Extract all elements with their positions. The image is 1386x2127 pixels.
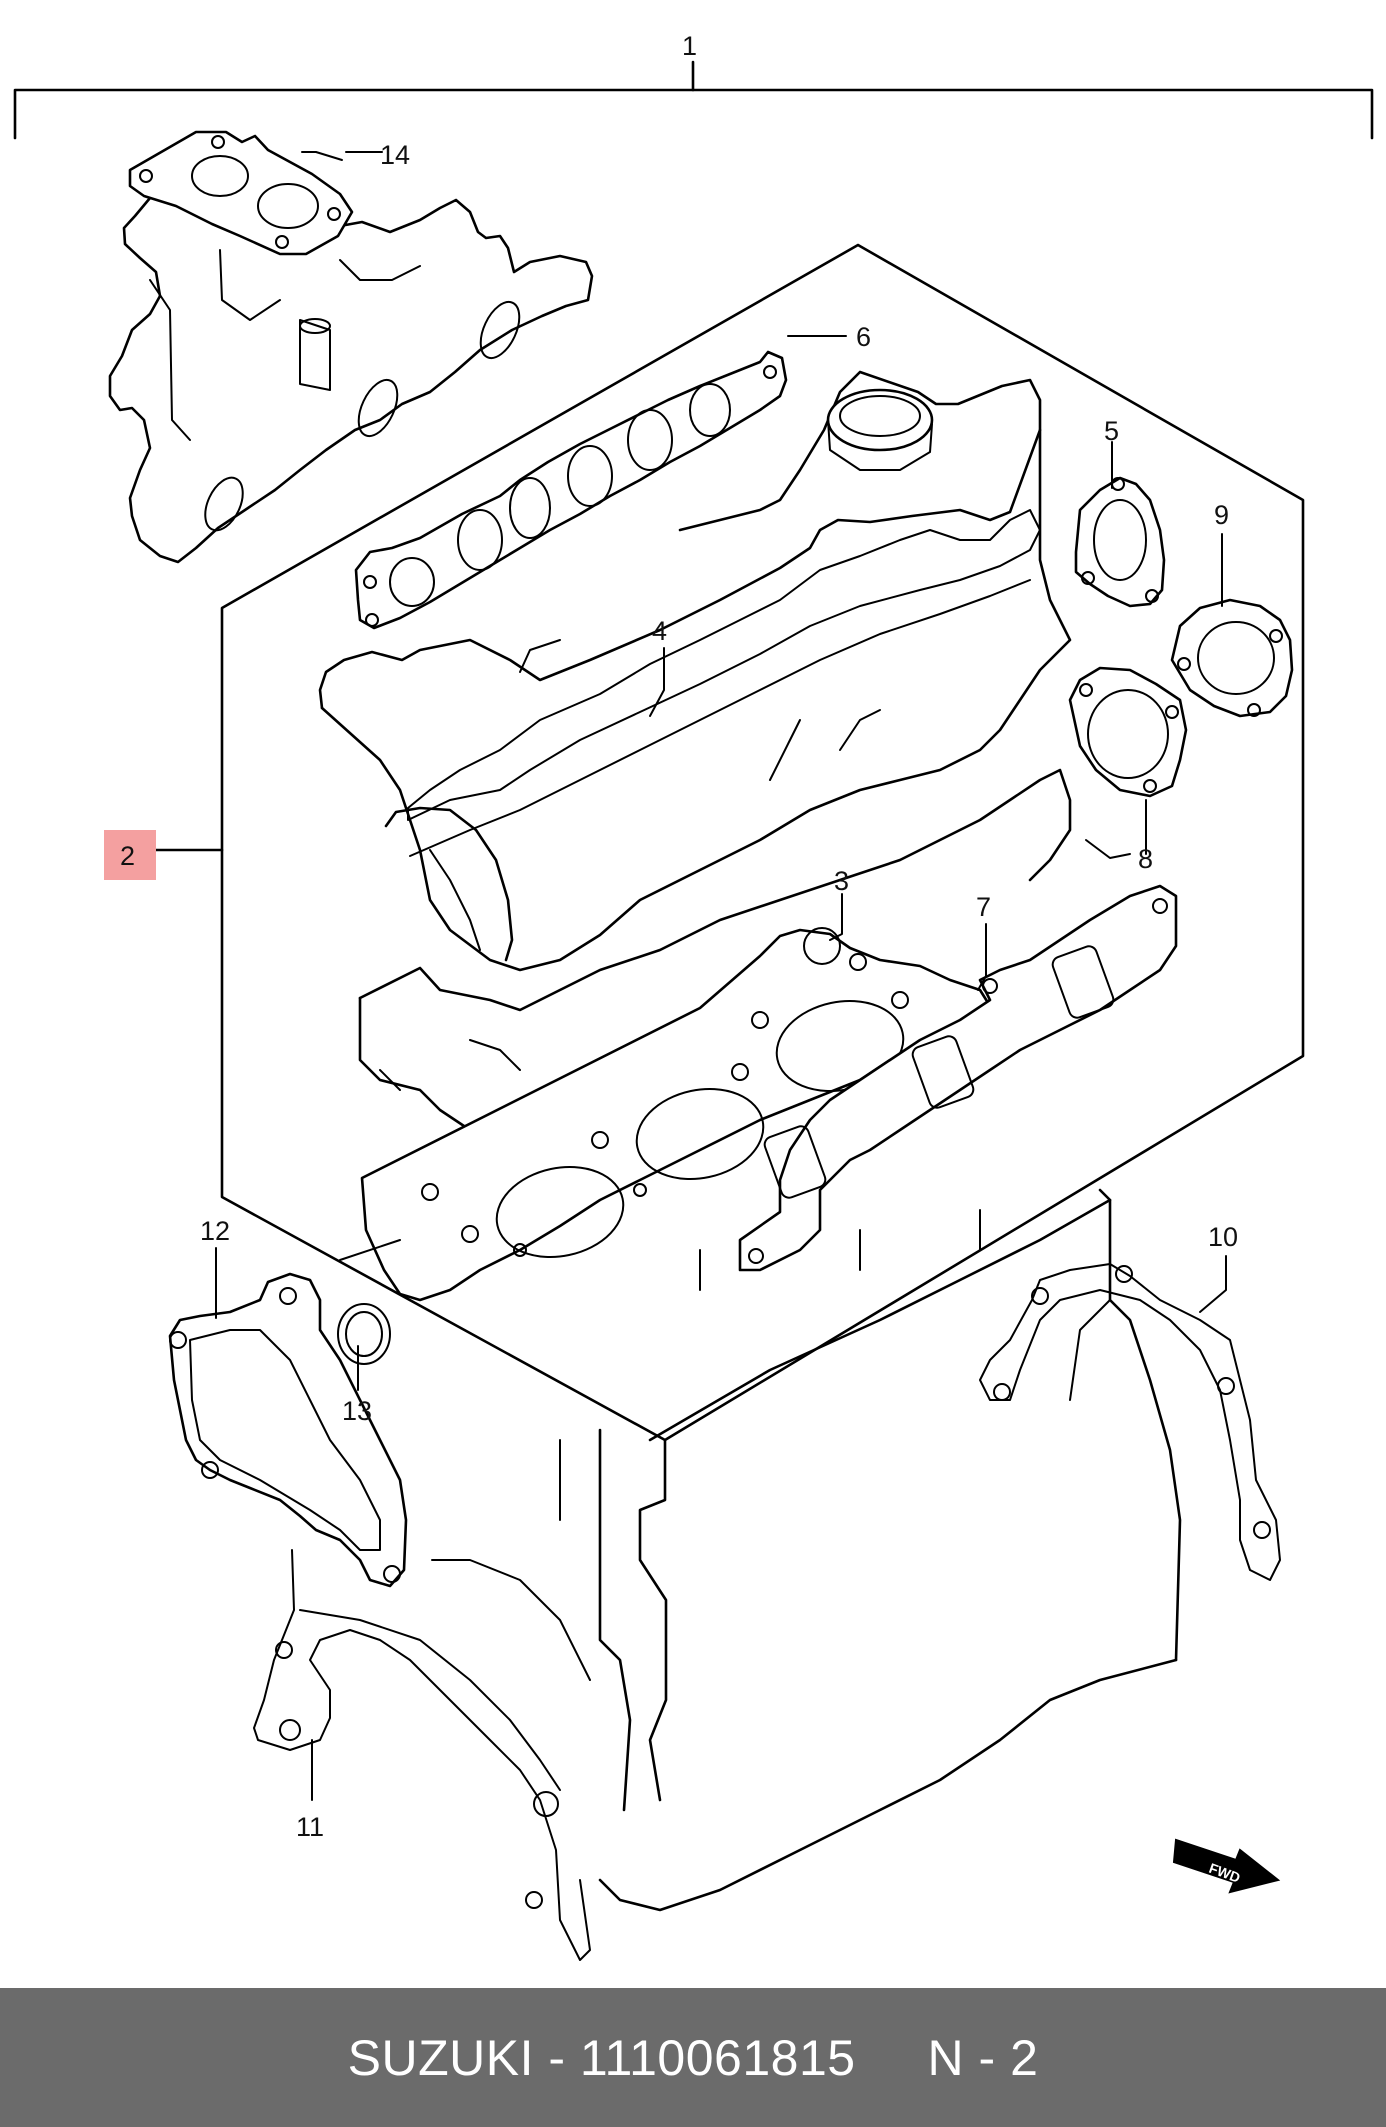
callout-8: 8 bbox=[1138, 844, 1153, 874]
gasket-kit-exploded-diagram: FWD 1 2 3 4 5 6 7 8 9 10 11 12 13 14 bbox=[13, 31, 1374, 1961]
manifold-gasket-6 bbox=[354, 350, 788, 630]
callout-1: 1 bbox=[682, 31, 697, 61]
callout-5: 5 bbox=[1104, 416, 1119, 446]
cylinder-head-cover bbox=[318, 370, 1072, 972]
part-number-text: SUZUKI - 1110061815 N - 2 bbox=[347, 2029, 1039, 2086]
callout-2: 2 bbox=[120, 841, 135, 871]
item-2-set-outline bbox=[148, 243, 1305, 1442]
manifold-gasket-14 bbox=[128, 130, 354, 256]
exhaust-gasket-7 bbox=[738, 884, 1178, 1272]
o-ring-13 bbox=[337, 1303, 391, 1365]
callouts: 1 2 3 4 5 6 7 8 9 10 11 12 13 14 bbox=[104, 31, 1238, 1842]
callout-2-highlight bbox=[104, 830, 156, 880]
water-pump-gasket-12 bbox=[168, 1272, 408, 1588]
kit-bracket bbox=[13, 60, 1374, 140]
callout-3: 3 bbox=[834, 866, 849, 896]
oil-seal-gasket-10 bbox=[979, 1263, 1281, 1581]
callout-12: 12 bbox=[200, 1216, 230, 1246]
gasket-9 bbox=[1170, 598, 1294, 718]
callout-11: 11 bbox=[296, 1812, 324, 1842]
engine-block bbox=[339, 1188, 1182, 1912]
leader-lines bbox=[215, 151, 1227, 1801]
gasket-8 bbox=[1068, 666, 1188, 798]
gasket-5 bbox=[1074, 476, 1166, 608]
callout-9: 9 bbox=[1214, 500, 1229, 530]
callout-7: 7 bbox=[976, 892, 991, 922]
callout-4: 4 bbox=[652, 616, 667, 646]
fwd-arrow-icon: FWD bbox=[1172, 1838, 1281, 1894]
intake-manifold bbox=[108, 194, 594, 564]
part-number-footer: SUZUKI - 1110061815 N - 2 bbox=[0, 1988, 1386, 2127]
callout-14: 14 bbox=[380, 140, 410, 170]
callout-10: 10 bbox=[1208, 1222, 1238, 1252]
timing-gasket-11 bbox=[253, 1549, 591, 1961]
callout-13: 13 bbox=[342, 1396, 372, 1426]
callout-6: 6 bbox=[856, 322, 871, 352]
